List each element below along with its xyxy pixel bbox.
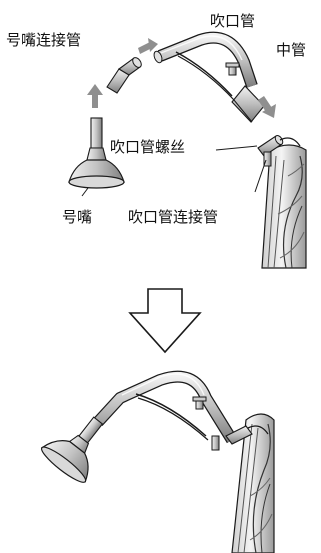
label-blowpipe-connector: 吹口管连接管: [128, 208, 218, 226]
arrow-down-right-icon: [258, 96, 276, 118]
assembly-arrows: [87, 38, 276, 118]
assembled-leadpipe: [93, 370, 269, 451]
blowpipe-screw-part: [257, 135, 301, 167]
assembled-view: [40, 370, 275, 553]
label-blowpipe-screw: 吹口管螺丝: [110, 138, 185, 156]
arrow-right-icon: [138, 38, 158, 54]
mouthpiece-part: [68, 117, 125, 189]
exploded-view: 号嘴连接管 吹口管 中管 吹口管螺丝 号嘴 吹口管连接管: [6, 12, 307, 269]
leader-lines: [81, 145, 267, 197]
mouthpiece-connector-part: [106, 57, 142, 94]
label-mouthpiece-connector: 号嘴连接管: [6, 31, 81, 49]
middle-pipe-part: [231, 85, 265, 123]
assembled-instrument-body: [231, 413, 275, 553]
blowpipe-part: [153, 31, 258, 101]
label-mouthpiece: 号嘴: [62, 208, 92, 226]
label-blowpipe: 吹口管: [210, 12, 255, 30]
instrument-body: [261, 144, 307, 269]
down-arrow-icon: [128, 288, 202, 354]
arrow-up-icon: [87, 84, 103, 108]
assembled-mouthpiece: [40, 416, 104, 483]
label-middle-pipe: 中管: [276, 41, 306, 59]
